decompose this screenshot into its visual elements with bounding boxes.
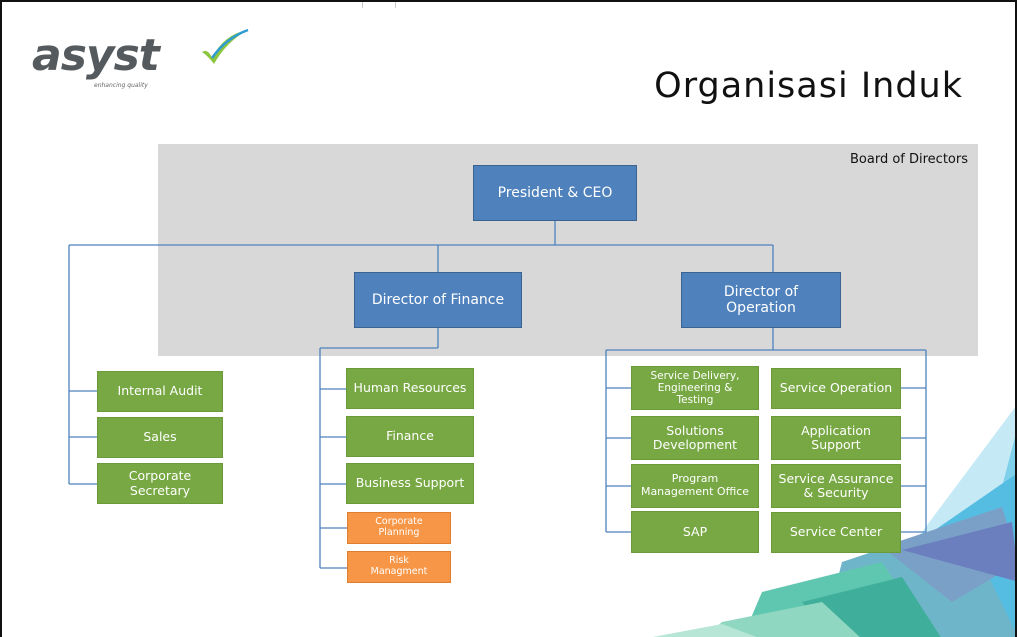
director-operation-box: Director of Operation xyxy=(681,272,841,328)
unit-service-center: Service Center xyxy=(771,512,901,553)
checkmark-icon xyxy=(202,28,249,64)
unit-internal-audit: Internal Audit xyxy=(97,371,223,412)
director-finance-label: Director of Finance xyxy=(371,291,505,308)
unit-service-assurance-security: Service Assurance & Security xyxy=(771,464,901,508)
unit-label: Service Assurance & Security xyxy=(778,470,894,500)
unit-label: Corporate Secretary xyxy=(128,468,192,498)
logo-tagline: enhancing quality xyxy=(94,82,148,89)
subunit-corporate-planning: Corporate Planning xyxy=(347,512,451,544)
ceo-label: President & CEO xyxy=(497,184,613,201)
unit-label: Application Support xyxy=(801,422,871,452)
page-title: Organisasi Induk xyxy=(654,66,963,106)
logo-wordmark: asyst xyxy=(32,30,160,81)
unit-label: SAP xyxy=(682,523,708,539)
unit-label: Service Operation xyxy=(779,380,893,396)
unit-label: Solutions Development xyxy=(652,422,738,452)
unit-business-support: Business Support xyxy=(346,463,474,504)
top-notch xyxy=(362,2,396,8)
unit-program-management-office: Program Management Office xyxy=(631,464,759,508)
unit-label: Service Center xyxy=(789,524,883,540)
subunit-label: Corporate Planning xyxy=(375,516,423,538)
unit-human-resources: Human Resources xyxy=(346,368,474,409)
unit-label: Business Support xyxy=(355,475,465,491)
director-operation-label: Director of Operation xyxy=(723,283,799,316)
unit-corporate-secretary: Corporate Secretary xyxy=(97,463,223,504)
subunit-label: Risk Managment xyxy=(370,555,428,577)
unit-sales: Sales xyxy=(97,417,223,458)
unit-label: Internal Audit xyxy=(117,383,203,399)
subunit-risk-managment: Risk Managment xyxy=(347,551,451,583)
unit-label: Human Resources xyxy=(353,380,467,396)
unit-label: Finance xyxy=(386,428,434,444)
asyst-logo: asyst enhancing quality xyxy=(26,28,286,98)
unit-solutions-development: Solutions Development xyxy=(631,416,759,460)
unit-sap: SAP xyxy=(631,511,759,553)
board-label: Board of Directors xyxy=(850,152,968,167)
unit-application-support: Application Support xyxy=(771,416,901,460)
director-finance-box: Director of Finance xyxy=(354,272,522,328)
unit-finance: Finance xyxy=(346,416,474,457)
unit-label: Service Delivery, Engineering & Testing xyxy=(650,369,740,407)
unit-label: Sales xyxy=(143,429,177,445)
ceo-box: President & CEO xyxy=(473,165,637,221)
unit-service-operation: Service Operation xyxy=(771,368,901,409)
unit-service-delivery: Service Delivery, Engineering & Testing xyxy=(631,366,759,410)
unit-label: Program Management Office xyxy=(640,472,750,498)
